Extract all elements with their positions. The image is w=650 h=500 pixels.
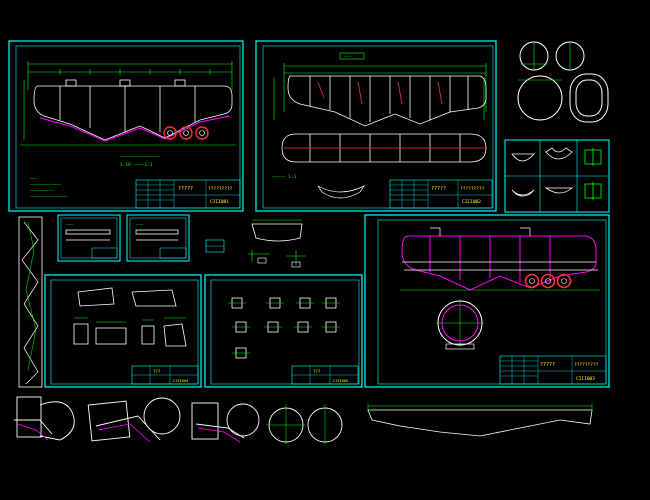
sheet2-title-block: ????? ????????? CIII002 <box>389 179 493 209</box>
tank-side-view <box>287 75 487 127</box>
sheet1-caption-line1: ——————————————— <box>120 155 161 160</box>
sheet1-note-4: ———————————————— <box>30 194 69 199</box>
tank-bottom-line <box>39 115 231 142</box>
long-profile <box>367 403 593 437</box>
bl-title-block: ??? CIII004 <box>131 365 199 385</box>
sheet2-header: ——— <box>344 54 352 59</box>
sheet3-title-name: ????? <box>540 362 555 368</box>
sheet-tank-plan[interactable]: ——— ————— 1:1 <box>255 40 497 212</box>
sheet1-caption-line2: 1:10 ————1:1 <box>120 162 153 168</box>
wheel-group <box>163 126 209 140</box>
bm-title-name: ??? <box>313 369 321 374</box>
bl-title-number: CIII004 <box>173 379 188 383</box>
sheet2-title-code: ????????? <box>460 186 485 192</box>
sheet3-title-number: CIII003 <box>576 376 595 382</box>
loose-section-shapes <box>14 396 343 444</box>
tank-body <box>33 79 233 141</box>
bm-title-block: ??? CIII005 <box>291 365 359 385</box>
sheet-parts-2[interactable]: ??? CIII005 <box>204 274 363 388</box>
small1-title: ——— <box>66 222 74 227</box>
sheet-small-2[interactable]: ——— <box>126 214 190 262</box>
detail-cluster <box>205 219 306 268</box>
section-view <box>317 185 366 199</box>
sheet-section-details[interactable] <box>504 139 610 213</box>
sheet1-note-2: ————————————— <box>30 182 62 187</box>
sheet1-title-code: ????????? <box>208 186 233 192</box>
tank-section-shapes <box>517 41 609 123</box>
sheet-parts-1[interactable]: ??? CIII004 <box>44 274 202 388</box>
sheet2-title-name: ????? <box>431 186 446 192</box>
sheet1-title-block: ????? ????????? CIII001 <box>135 179 241 209</box>
part-drawings <box>73 287 187 347</box>
dimension-lines <box>20 61 236 146</box>
sheet-profile-strip[interactable] <box>18 216 43 388</box>
sheet2-caption: ————— 1:1 <box>272 174 297 180</box>
small2-title: ——— <box>136 222 144 227</box>
sheet3-title-code: ????????? <box>574 362 599 368</box>
sheet-tank-elevation[interactable]: ——————————————— 1:10 ————1:1 ——— ———————… <box>8 40 244 212</box>
bm-title-number: CIII005 <box>333 379 348 383</box>
frame-markers <box>317 81 443 105</box>
sheet3-title-block: ????? ????????? CIII003 <box>499 355 607 385</box>
dimension-lines <box>273 63 487 120</box>
assembly-section-circle <box>436 299 484 350</box>
sheet2-title-number: CIII002 <box>462 199 481 205</box>
sheet-small-1[interactable]: ——— <box>57 214 121 262</box>
assembly-wheels <box>524 273 572 289</box>
sheet1-title-number: CIII001 <box>210 199 229 205</box>
sheet1-note-3: —————————— <box>30 188 55 193</box>
bl-title-name: ??? <box>153 369 161 374</box>
sheet1-note-1: ——— <box>30 176 38 181</box>
sheet1-title-name: ????? <box>178 186 193 192</box>
sheet-tank-assembly[interactable]: ????? ????????? CIII003 <box>364 214 610 388</box>
